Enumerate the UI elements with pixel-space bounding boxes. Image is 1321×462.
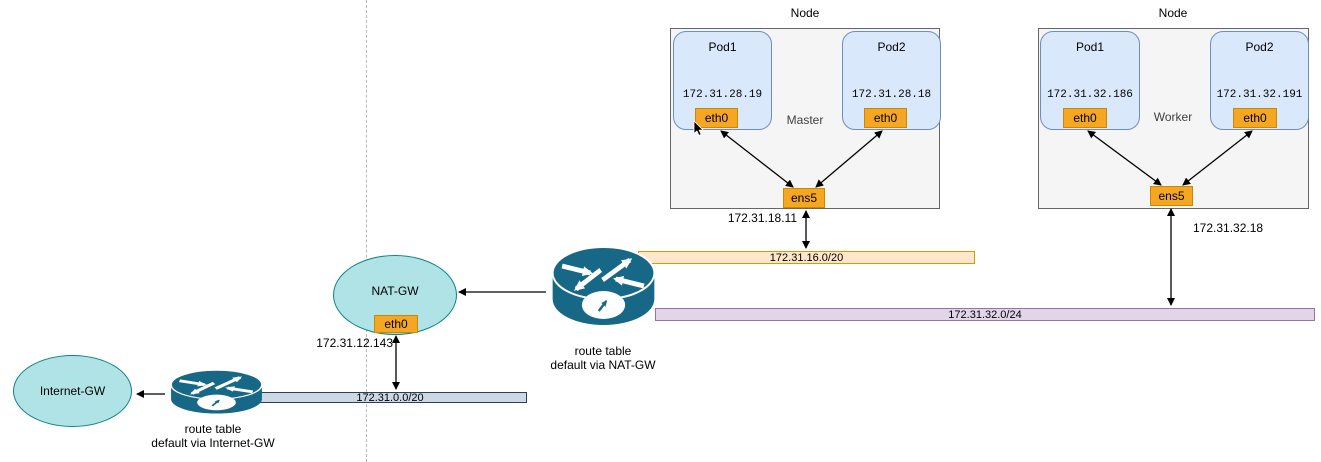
private-route-table-line2: default via NAT-GW bbox=[550, 358, 656, 372]
public-router-icon bbox=[166, 368, 267, 418]
private-route-table-line1: route table bbox=[574, 344, 632, 358]
public-subnet-bar: 172.31.0.0/20 bbox=[253, 392, 527, 404]
node-subnet-bar: 172.31.32.0/24 bbox=[655, 308, 1315, 321]
worker-node-title: Node bbox=[1158, 6, 1188, 20]
private-route-table-label: route table default via NAT-GW bbox=[503, 344, 703, 372]
worker-pod2: Pod2 172.31.32.191 bbox=[1210, 31, 1309, 130]
worker-pod1-eth0: eth0 bbox=[1063, 108, 1107, 128]
worker-host-ip: 172.31.32.18 bbox=[1193, 221, 1264, 235]
master-pod2-eth0: eth0 bbox=[864, 108, 907, 128]
page-boundary-dashed-line bbox=[366, 0, 367, 462]
worker-role-label: Worker bbox=[1153, 110, 1193, 124]
master-pod1-ip: 172.31.28.19 bbox=[682, 89, 763, 101]
private-router-icon bbox=[547, 243, 660, 333]
worker-ens5: ens5 bbox=[1150, 186, 1193, 206]
master-ens5: ens5 bbox=[783, 188, 825, 208]
pod-subnet-bar: 172.31.16.0/20 bbox=[638, 251, 975, 264]
nat-gateway-ip: 172.31.12.143 bbox=[316, 336, 393, 350]
mouse-pointer-icon bbox=[693, 121, 704, 136]
nat-gateway-eth0: eth0 bbox=[374, 315, 418, 333]
master-pod1-eth0: eth0 bbox=[695, 108, 738, 128]
public-route-table-label: route table default via Internet-GW bbox=[113, 422, 313, 450]
master-pod2-ip: 172.31.28.18 bbox=[851, 89, 932, 101]
public-route-table-line1: route table bbox=[184, 422, 242, 436]
master-node-title: Node bbox=[790, 6, 820, 20]
master-pod2: Pod2 172.31.28.18 bbox=[842, 31, 941, 130]
public-route-table-line2: default via Internet-GW bbox=[151, 436, 275, 450]
master-pod1-label: Pod1 bbox=[708, 40, 737, 54]
worker-pod1-label: Pod1 bbox=[1075, 40, 1105, 54]
internet-gateway-label: Internet-GW bbox=[39, 384, 106, 398]
master-host-ip: 172.31.18.11 bbox=[727, 211, 797, 225]
internet-gateway: Internet-GW bbox=[13, 355, 132, 427]
worker-pod2-ip: 172.31.32.191 bbox=[1216, 89, 1303, 101]
master-role-label: Master bbox=[786, 113, 824, 127]
worker-pod2-label: Pod2 bbox=[1245, 40, 1274, 54]
nat-gateway-label: NAT-GW bbox=[371, 284, 419, 298]
master-pod2-label: Pod2 bbox=[877, 40, 906, 54]
worker-pod1-ip: 172.31.32.186 bbox=[1047, 89, 1133, 101]
worker-pod2-eth0: eth0 bbox=[1233, 108, 1277, 128]
